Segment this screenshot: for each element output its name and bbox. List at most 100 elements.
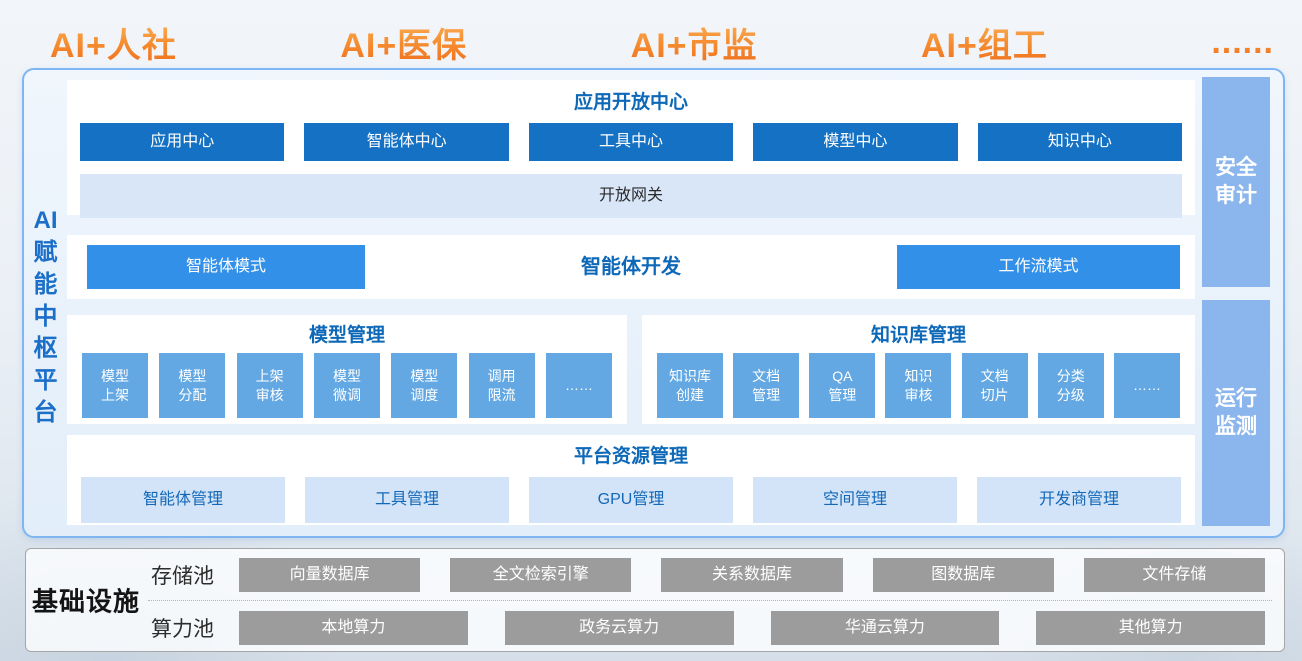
resource-mgmt-card: 平台资源管理 智能体管理 工具管理 GPU管理 空间管理 开发商管理 xyxy=(67,435,1195,525)
model-allocation-tile[interactable]: 模型 分配 xyxy=(159,353,226,418)
compute-pool-row: 算力池 本地算力 政务云算力 华通云算力 其他算力 xyxy=(151,610,1265,645)
vertical-title-line: AI xyxy=(33,207,58,234)
operation-monitor-bar[interactable]: 运行 监测 xyxy=(1202,300,1270,526)
app-open-center-title: 应用开放中心 xyxy=(573,92,688,113)
tile-label: 知识库 xyxy=(669,367,711,384)
infrastructure-divider xyxy=(148,600,1272,601)
app-caption-row: AI+人社 AI+医保 AI+市监 AI+组工 ...... xyxy=(50,18,1274,67)
qa-mgmt-tile[interactable]: QA 管理 xyxy=(809,353,876,418)
tile-label: 调用 xyxy=(487,367,516,384)
tile-label: 知识 xyxy=(904,367,933,384)
vector-db-button[interactable]: 向量数据库 xyxy=(239,557,421,592)
workflow-mode-button[interactable]: 工作流模式 xyxy=(897,245,1180,289)
knowledge-center-button[interactable]: 知识中心 xyxy=(977,123,1183,161)
app-caption-ellipsis: ...... xyxy=(1211,23,1274,61)
relational-db-button[interactable]: 关系数据库 xyxy=(661,557,843,592)
tile-label: 审核 xyxy=(255,386,284,403)
kb-create-tile[interactable]: 知识库 创建 xyxy=(657,353,723,418)
app-caption-shijian: AI+市监 xyxy=(631,18,758,67)
agent-mode-button[interactable]: 智能体模式 xyxy=(87,245,365,289)
rate-limit-tile[interactable]: 调用 限流 xyxy=(468,353,535,418)
developer-mgmt-button[interactable]: 开发商管理 xyxy=(977,477,1181,523)
tool-center-button[interactable]: 工具中心 xyxy=(528,123,734,161)
model-mgmt-tiles: 模型 上架 模型 分配 上架 审核 模型 微调 模型 调度 xyxy=(82,353,612,418)
other-compute-button[interactable]: 其他算力 xyxy=(1036,610,1265,645)
tile-label: 管理 xyxy=(752,386,781,403)
tile-label: 文档 xyxy=(980,367,1009,384)
model-mgmt-card: 模型管理 模型 上架 模型 分配 上架 审核 模型 微调 xyxy=(67,315,627,424)
model-center-button[interactable]: 模型中心 xyxy=(753,123,958,161)
file-storage-button[interactable]: 文件存储 xyxy=(1083,557,1266,592)
tile-label: 创建 xyxy=(676,386,704,403)
app-caption-yibao: AI+医保 xyxy=(340,18,467,67)
classification-tile[interactable]: 分类 分级 xyxy=(1037,353,1104,418)
vertical-title-line: 赋 xyxy=(33,239,58,266)
open-gateway-bar[interactable]: 开放网关 xyxy=(80,174,1182,218)
tile-label: 切片 xyxy=(980,386,1009,403)
agent-dev-card: 智能体开发 智能体模式 工作流模式 xyxy=(67,235,1195,299)
tile-label: …… xyxy=(564,377,593,393)
graph-db-button[interactable]: 图数据库 xyxy=(872,557,1054,592)
gov-cloud-compute-button[interactable]: 政务云算力 xyxy=(504,610,734,645)
model-more-tile[interactable]: …… xyxy=(545,353,612,418)
agent-dev-title: 智能体开发 xyxy=(581,256,681,278)
center-button-row: 应用中心 智能体中心 工具中心 模型中心 知识中心 xyxy=(80,123,1183,161)
knowledge-review-tile[interactable]: 知识 审核 xyxy=(885,353,952,418)
tile-label: 分类 xyxy=(1056,367,1085,384)
tile-label: 文档 xyxy=(752,367,781,384)
tile-label: 调度 xyxy=(410,386,439,403)
tile-label: 分级 xyxy=(1056,386,1085,403)
security-audit-bar[interactable]: 安全 审计 xyxy=(1202,77,1270,287)
onboard-review-tile[interactable]: 上架 审核 xyxy=(236,353,303,418)
agent-center-button[interactable]: 智能体中心 xyxy=(304,123,509,161)
security-audit-label: 审计 xyxy=(1215,184,1257,207)
operation-monitor-label: 运行 xyxy=(1215,387,1257,410)
app-center-button[interactable]: 应用中心 xyxy=(80,123,285,161)
vertical-title-line: 台 xyxy=(33,399,58,426)
model-schedule-tile[interactable]: 模型 调度 xyxy=(391,353,458,418)
tile-label: 微调 xyxy=(332,386,361,403)
model-mgmt-title: 模型管理 xyxy=(308,325,385,346)
tile-label: 管理 xyxy=(828,386,857,403)
knowledge-mgmt-tiles: 知识库 创建 文档 管理 QA 管理 知识 审核 文档 切片 xyxy=(657,353,1180,418)
platform-vertical-title: AI 赋 能 中 枢 平 台 xyxy=(24,205,67,429)
huatong-cloud-compute-button[interactable]: 华通云算力 xyxy=(770,610,1000,645)
doc-mgmt-tile[interactable]: 文档 管理 xyxy=(733,353,800,418)
resource-mgmt-title: 平台资源管理 xyxy=(573,446,688,467)
space-mgmt-button[interactable]: 空间管理 xyxy=(753,477,957,523)
infrastructure-box: 基础设施 存储池 向量数据库 全文检索引擎 关系数据库 图数据库 文件存储 算力… xyxy=(25,548,1285,652)
platform-panel: AI 赋 能 中 枢 平 台 应用开放中心 应用中心 智能体中心 工具中心 模型… xyxy=(22,68,1285,538)
compute-pool-buttons: 本地算力 政务云算力 华通云算力 其他算力 xyxy=(239,610,1265,645)
storage-pool-buttons: 向量数据库 全文检索引擎 关系数据库 图数据库 文件存储 xyxy=(239,557,1266,592)
security-audit-label: 安全 xyxy=(1215,156,1257,179)
infrastructure-title: 基础设施 xyxy=(32,586,141,617)
storage-pool-label: 存储池 xyxy=(151,564,214,588)
vertical-title-line: 枢 xyxy=(33,335,58,362)
vertical-title-line: 平 xyxy=(33,367,58,394)
doc-slicing-tile[interactable]: 文档 切片 xyxy=(961,353,1028,418)
vertical-title-line: 能 xyxy=(33,271,58,298)
kb-more-tile[interactable]: …… xyxy=(1113,353,1180,418)
model-finetune-tile[interactable]: 模型 微调 xyxy=(313,353,380,418)
app-caption-zugong: AI+组工 xyxy=(921,18,1048,67)
fulltext-search-button[interactable]: 全文检索引擎 xyxy=(450,557,632,592)
tool-mgmt-button[interactable]: 工具管理 xyxy=(305,477,509,523)
operation-monitor-label: 监测 xyxy=(1215,415,1257,438)
tile-label: 模型 xyxy=(178,367,207,384)
tile-label: 模型 xyxy=(410,367,439,384)
resource-button-row: 智能体管理 工具管理 GPU管理 空间管理 开发商管理 xyxy=(81,477,1181,523)
storage-pool-row: 存储池 向量数据库 全文检索引擎 关系数据库 图数据库 文件存储 xyxy=(151,557,1266,592)
model-onboard-tile[interactable]: 模型 上架 xyxy=(82,353,148,418)
tile-label: 上架 xyxy=(101,386,129,403)
app-caption-renshe: AI+人社 xyxy=(50,18,177,67)
agent-mgmt-button[interactable]: 智能体管理 xyxy=(81,477,285,523)
compute-pool-label: 算力池 xyxy=(151,617,214,641)
tile-label: …… xyxy=(1132,377,1161,393)
local-compute-button[interactable]: 本地算力 xyxy=(239,610,468,645)
knowledge-mgmt-card: 知识库管理 知识库 创建 文档 管理 QA 管理 知识 审核 xyxy=(642,315,1195,424)
knowledge-mgmt-title: 知识库管理 xyxy=(870,325,966,346)
gpu-mgmt-button[interactable]: GPU管理 xyxy=(529,477,733,523)
tile-label: 分配 xyxy=(178,386,207,403)
vertical-title-line: 中 xyxy=(33,303,58,330)
